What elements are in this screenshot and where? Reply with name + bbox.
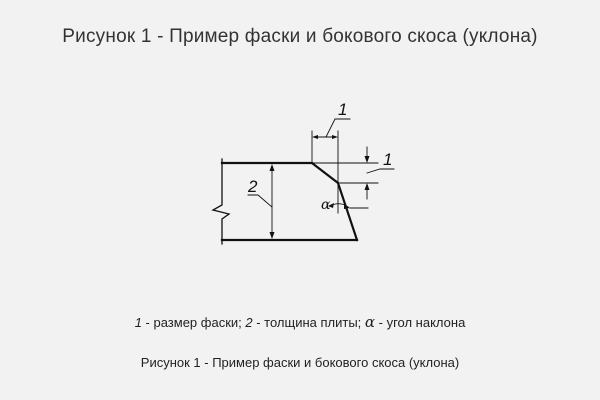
thickness-leader xyxy=(247,194,273,208)
break-line xyxy=(211,158,231,245)
chamfer-width-label: 1 xyxy=(338,100,347,119)
legend-item-2-number: 2 xyxy=(245,315,253,330)
chamfer-diagram: 1 1 2 α xyxy=(200,95,420,265)
width-leader xyxy=(325,118,351,138)
thickness-label: 2 xyxy=(247,177,258,196)
height-leader xyxy=(366,168,395,174)
legend-item-2-text: - толщина плиты; xyxy=(252,315,365,330)
side-slope-line xyxy=(336,181,359,242)
figure-subcaption: Рисунок 1 - Пример фаски и бокового скос… xyxy=(140,355,460,370)
legend-item-1-number: 1 xyxy=(134,315,142,330)
legend-alpha-symbol: α xyxy=(364,313,376,331)
figure-title: Рисунок 1 - Пример фаски и бокового скос… xyxy=(62,26,538,47)
legend-item-1-text: - размер фаски; xyxy=(141,315,246,330)
legend-caption: 1 - размер фаски; 2 - толщина плиты; α -… xyxy=(0,313,600,331)
angle-label: α xyxy=(321,197,331,213)
chamfer-line xyxy=(310,161,340,185)
chamfer-height-label: 1 xyxy=(383,150,392,169)
legend-item-3-text: - угол наклона xyxy=(375,315,466,330)
